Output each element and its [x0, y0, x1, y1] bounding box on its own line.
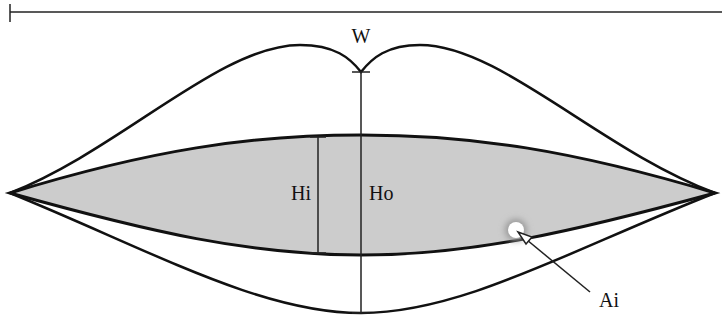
- dimension-label: Ai: [598, 289, 620, 311]
- width-line: [10, 11, 722, 13]
- lower-lip: [10, 193, 715, 313]
- hi-dimension: [310, 137, 326, 253]
- upper-lip: [10, 45, 715, 193]
- leader-arrowhead: [518, 232, 532, 244]
- dimension-label: Ho: [368, 182, 394, 204]
- dimension-label: W: [351, 25, 372, 47]
- leader-line: [521, 235, 590, 292]
- dimension-label: Hi: [290, 182, 312, 204]
- width-tick: [9, 4, 11, 22]
- ho-dimension: [352, 72, 370, 313]
